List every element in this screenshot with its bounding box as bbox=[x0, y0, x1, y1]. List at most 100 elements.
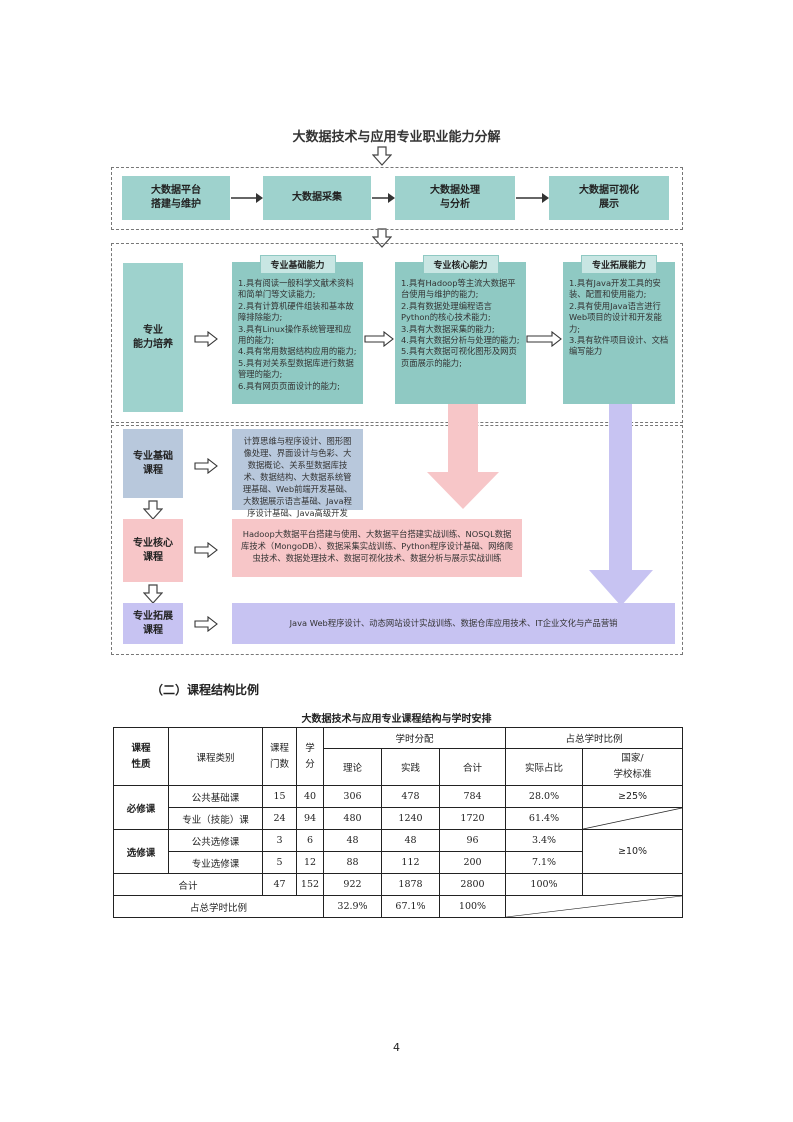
outline-right-arrow-icon bbox=[364, 331, 394, 347]
ability-frame bbox=[111, 243, 683, 423]
course-extended-list: Java Web程序设计、动态网站设计实战训练、数据仓库应用技术、IT企业文化与… bbox=[232, 603, 675, 644]
panel-extended-ability-title: 专业拓展能力 bbox=[580, 255, 658, 274]
cell-total: 784 bbox=[438, 785, 507, 808]
cell-count: 15 bbox=[262, 785, 297, 808]
cell-theory: 88 bbox=[323, 851, 382, 874]
sum-actual: 100% bbox=[505, 873, 584, 896]
header-theory: 理论 bbox=[323, 748, 382, 786]
outline-right-arrow-icon bbox=[194, 616, 218, 632]
cell-diagonal bbox=[582, 807, 684, 830]
group-elective: 选修课 bbox=[113, 829, 169, 874]
ratio-label: 占总学时比例 bbox=[113, 895, 324, 918]
stage-platform-maintenance: 大数据平台 搭建与维护 bbox=[122, 176, 230, 220]
cell-credit: 40 bbox=[296, 785, 324, 808]
table-row-ratio: 占总学时比例 32.9% 67.1% 100% bbox=[113, 895, 684, 918]
ratio-theory: 32.9% bbox=[323, 895, 382, 918]
sum-theory: 922 bbox=[323, 873, 382, 896]
cell-theory: 480 bbox=[323, 807, 382, 830]
cell-count: 24 bbox=[262, 807, 297, 830]
header-ratio-group: 占总学时比例 bbox=[505, 727, 684, 749]
cell-credit: 94 bbox=[296, 807, 324, 830]
header-credit: 学 分 bbox=[296, 727, 324, 786]
header-count: 课程 门数 bbox=[262, 727, 297, 786]
course-label-extended: 专业拓展 课程 bbox=[123, 603, 183, 644]
sum-count: 47 bbox=[262, 873, 297, 896]
panel-basic-ability: 专业基础能力 1.具有阅读一般科学文献术资料和简单门等文读能力; 2.具有计算机… bbox=[232, 255, 363, 404]
panel-core-ability: 专业核心能力 1.具有Hadoop等主流大数据平台使用与维护的能力; 2.具有数… bbox=[395, 255, 526, 404]
right-arrow-icon bbox=[231, 193, 263, 203]
cell-actual: 61.4% bbox=[505, 807, 584, 830]
cell-total: 96 bbox=[438, 829, 507, 852]
header-nature: 课程 性质 bbox=[113, 727, 169, 786]
outline-right-arrow-icon bbox=[194, 542, 218, 558]
header-category: 课程类别 bbox=[168, 727, 263, 786]
ratio-practice: 67.1% bbox=[381, 895, 440, 918]
cell-theory: 306 bbox=[323, 785, 382, 808]
down-arrow-icon bbox=[143, 500, 163, 520]
panel-basic-ability-title: 专业基础能力 bbox=[259, 255, 336, 274]
panel-core-ability-title: 专业核心能力 bbox=[422, 255, 499, 274]
down-arrow-icon bbox=[372, 228, 392, 248]
panel-core-ability-text: 1.具有Hadoop等主流大数据平台使用与维护的能力; 2.具有数据处理编程语言… bbox=[401, 278, 520, 368]
cell-count: 3 bbox=[262, 829, 297, 852]
outline-right-arrow-icon bbox=[526, 331, 562, 347]
section-heading: （二）课程结构比例 bbox=[151, 683, 260, 697]
sum-label: 合计 bbox=[113, 873, 263, 896]
stage-data-visualization: 大数据可视化 展示 bbox=[549, 176, 669, 220]
stage-data-processing: 大数据处理 与分析 bbox=[395, 176, 515, 220]
cell-standard-elective: ≥10% bbox=[582, 829, 684, 874]
cell-total: 200 bbox=[438, 851, 507, 874]
table-row: 专业（技能）课 24 94 480 1240 1720 61.4% bbox=[114, 807, 684, 830]
pink-down-arrow-icon bbox=[427, 404, 499, 509]
purple-down-arrow-icon bbox=[589, 404, 653, 606]
cell-diagonal bbox=[505, 895, 684, 918]
stage-data-collection: 大数据采集 bbox=[263, 176, 371, 220]
career-stages-frame bbox=[111, 167, 683, 230]
outline-right-arrow-icon bbox=[194, 458, 218, 474]
diagonal-line bbox=[506, 896, 683, 917]
cell-actual: 7.1% bbox=[505, 851, 584, 874]
cell-credit: 12 bbox=[296, 851, 324, 874]
cell-credit: 6 bbox=[296, 829, 324, 852]
cell-practice: 112 bbox=[381, 851, 440, 874]
sum-practice: 1878 bbox=[381, 873, 440, 896]
course-frame bbox=[111, 425, 683, 655]
ratio-total: 100% bbox=[438, 895, 507, 918]
panel-extended-ability-text: 1.具有Java开发工具的安装、配置和使用能力; 2.具有使用Java语言进行W… bbox=[569, 278, 669, 357]
cell-category: 公共选修课 bbox=[168, 829, 263, 852]
table-row: 选修课 公共选修课 3 6 48 48 96 3.4% ≥10% bbox=[113, 829, 684, 874]
cell-category: 公共基础课 bbox=[168, 785, 263, 808]
header-total: 合计 bbox=[438, 748, 507, 786]
right-arrow-icon bbox=[372, 193, 395, 203]
cell-actual: 28.0% bbox=[505, 785, 584, 808]
header-actual: 实际占比 bbox=[505, 748, 584, 786]
outline-right-arrow-icon bbox=[194, 331, 218, 347]
course-basic-list: 计算思维与程序设计、图形图像处理、界面设计与色彩、大数据概论、关系型数据库技术、… bbox=[232, 429, 363, 518]
right-arrow-icon bbox=[516, 193, 549, 203]
table-row: 必修课 公共基础课 15 40 306 478 784 28.0% ≥25% bbox=[113, 785, 684, 830]
table-title: 大数据技术与应用专业课程结构与学时安排 bbox=[301, 714, 492, 725]
cell-count: 5 bbox=[262, 851, 297, 874]
sum-standard-empty bbox=[582, 873, 684, 896]
down-arrow-icon bbox=[143, 584, 163, 604]
cell-standard-required: ≥25% bbox=[582, 785, 684, 808]
cell-practice: 48 bbox=[381, 829, 440, 852]
table-row-sum: 合计 47 152 922 1878 2800 100% bbox=[113, 873, 684, 896]
sum-credit: 152 bbox=[296, 873, 324, 896]
header-standard: 国家/ 学校标准 bbox=[582, 748, 684, 786]
ability-label: 专业 能力培养 bbox=[123, 263, 183, 412]
cell-practice: 478 bbox=[381, 785, 440, 808]
course-label-core: 专业核心 课程 bbox=[123, 519, 183, 582]
cell-total: 1720 bbox=[438, 807, 507, 830]
course-label-basic: 专业基础 课程 bbox=[123, 429, 183, 498]
course-core-list: Hadoop大数据平台搭建与使用、大数据平台搭建实战训练、NOSQL数据库技术（… bbox=[232, 519, 522, 577]
cell-category: 专业（技能）课 bbox=[168, 807, 263, 830]
panel-extended-ability: 专业拓展能力 1.具有Java开发工具的安装、配置和使用能力; 2.具有使用Ja… bbox=[563, 255, 675, 404]
cell-practice: 1240 bbox=[381, 807, 440, 830]
cell-theory: 48 bbox=[323, 829, 382, 852]
panel-basic-ability-text: 1.具有阅读一般科学文献术资料和简单门等文读能力; 2.具有计算机硬件组装和基本… bbox=[238, 278, 357, 391]
diagonal-line bbox=[583, 808, 683, 829]
header-hours-group: 学时分配 bbox=[322, 727, 507, 749]
course-structure-table: 课程 性质 课程类别 课程 门数 学 分 学时分配 占总学时比例 理论 实践 合… bbox=[113, 727, 684, 918]
sum-total: 2800 bbox=[438, 873, 507, 896]
